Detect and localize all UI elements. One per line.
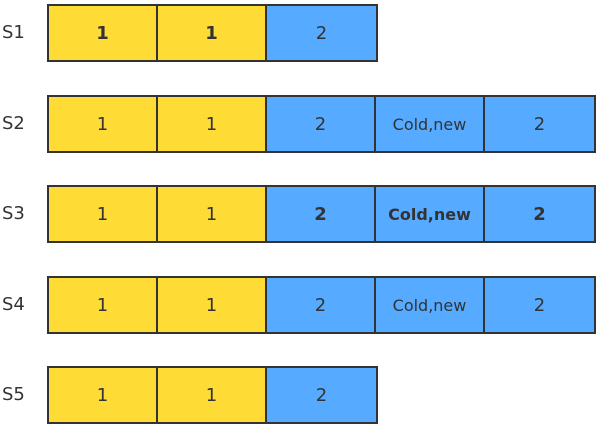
cell: 1: [49, 6, 158, 60]
cell: 1: [49, 97, 158, 151]
cell-strip: 1 1 2: [47, 4, 378, 62]
cell: 2: [267, 278, 376, 332]
cell-strip: 1 1 2 Cold,new 2: [47, 276, 596, 334]
cell: 2: [485, 97, 594, 151]
cell: 1: [49, 368, 158, 422]
cell: 2: [485, 187, 594, 241]
cell: Cold,new: [376, 278, 485, 332]
cell: 2: [267, 6, 376, 60]
cell: 1: [49, 278, 158, 332]
row-label: S4: [2, 294, 25, 315]
cell-strip: 1 1 2: [47, 366, 378, 424]
row-label: S3: [2, 203, 25, 224]
cell: 1: [158, 97, 267, 151]
cell: 1: [158, 187, 267, 241]
cell: Cold,new: [376, 97, 485, 151]
cell: 1: [158, 368, 267, 422]
cell: 2: [267, 187, 376, 241]
cell: 2: [267, 368, 376, 422]
cell: 1: [158, 278, 267, 332]
row-label: S1: [2, 22, 25, 43]
cell: 1: [49, 187, 158, 241]
row-label: S5: [2, 384, 25, 405]
cell: 1: [158, 6, 267, 60]
cell: Cold,new: [376, 187, 485, 241]
cell-strip: 1 1 2 Cold,new 2: [47, 185, 596, 243]
cell: 2: [267, 97, 376, 151]
cell: 2: [485, 278, 594, 332]
row-label: S2: [2, 113, 25, 134]
cell-strip: 1 1 2 Cold,new 2: [47, 95, 596, 153]
